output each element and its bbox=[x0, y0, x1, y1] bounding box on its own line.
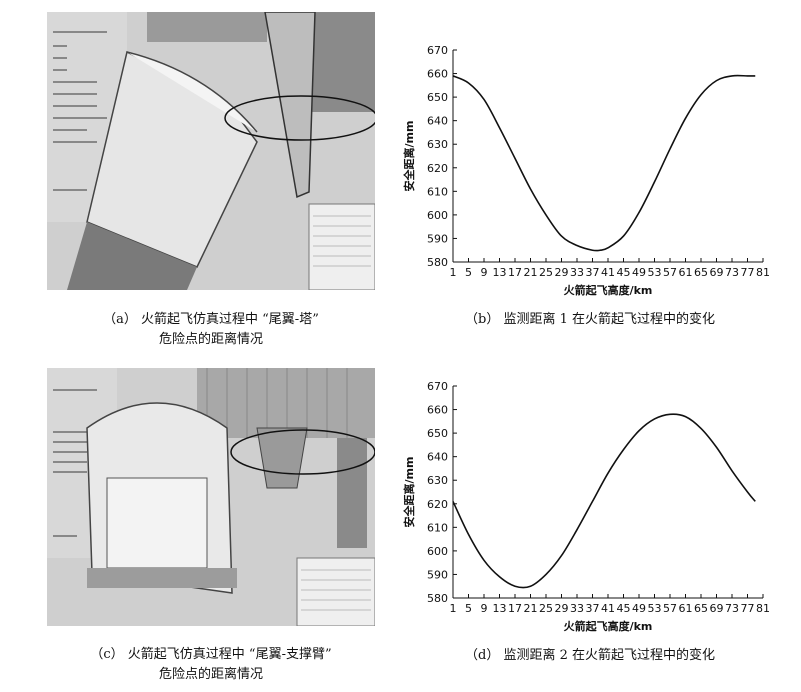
x-tick-label: 61 bbox=[679, 266, 693, 279]
x-tick-label: 53 bbox=[648, 602, 662, 615]
simulation-image-a bbox=[47, 12, 375, 290]
x-tick-label: 73 bbox=[725, 602, 739, 615]
y-tick-label: 650 bbox=[427, 91, 448, 104]
x-tick-label: 57 bbox=[663, 602, 677, 615]
y-tick-label: 640 bbox=[427, 115, 448, 128]
x-tick-label: 25 bbox=[539, 266, 553, 279]
x-tick-label: 21 bbox=[524, 602, 538, 615]
x-tick-label: 25 bbox=[539, 602, 553, 615]
x-tick-label: 49 bbox=[632, 602, 646, 615]
x-tick-label: 41 bbox=[601, 266, 615, 279]
x-tick-label: 17 bbox=[508, 266, 522, 279]
y-tick-label: 620 bbox=[427, 498, 448, 511]
x-tick-label: 17 bbox=[508, 602, 522, 615]
y-tick-label: 600 bbox=[427, 209, 448, 222]
x-axis-label: 火箭起飞高度/km bbox=[564, 619, 653, 633]
x-tick-label: 81 bbox=[756, 266, 770, 279]
x-tick-label: 5 bbox=[465, 266, 472, 279]
y-tick-label: 590 bbox=[427, 232, 448, 245]
x-tick-label: 69 bbox=[710, 266, 724, 279]
x-tick-label: 1 bbox=[450, 602, 457, 615]
x-tick-label: 77 bbox=[741, 602, 755, 615]
y-tick-label: 610 bbox=[427, 521, 448, 534]
figure-b-caption: （b） 监测距离 1 在火箭起飞过程中的变化 bbox=[465, 312, 715, 327]
figure-d-caption: （d） 监测距离 2 在火箭起飞过程中的变化 bbox=[465, 648, 715, 663]
y-tick-label: 630 bbox=[427, 474, 448, 487]
y-tick-label: 600 bbox=[427, 545, 448, 558]
x-tick-label: 49 bbox=[632, 266, 646, 279]
x-tick-label: 9 bbox=[481, 266, 488, 279]
x-tick-label: 13 bbox=[493, 266, 507, 279]
x-tick-label: 61 bbox=[679, 602, 693, 615]
y-tick-label: 590 bbox=[427, 568, 448, 581]
x-tick-label: 57 bbox=[663, 266, 677, 279]
x-tick-label: 37 bbox=[586, 266, 600, 279]
y-tick-label: 650 bbox=[427, 427, 448, 440]
y-tick-label: 580 bbox=[427, 256, 448, 269]
y-tick-label: 670 bbox=[427, 44, 448, 57]
y-tick-label: 620 bbox=[427, 162, 448, 175]
x-tick-label: 69 bbox=[710, 602, 724, 615]
x-tick-label: 77 bbox=[741, 266, 755, 279]
x-tick-label: 21 bbox=[524, 266, 538, 279]
x-tick-label: 9 bbox=[481, 602, 488, 615]
y-tick-label: 670 bbox=[427, 380, 448, 393]
figure-a-caption-line2: 危险点的距离情况 bbox=[158, 332, 263, 347]
x-tick-label: 33 bbox=[570, 602, 584, 615]
x-tick-label: 45 bbox=[617, 602, 631, 615]
y-tick-label: 610 bbox=[427, 185, 448, 198]
simulation-image-c bbox=[47, 368, 375, 626]
x-tick-label: 33 bbox=[570, 266, 584, 279]
x-tick-label: 65 bbox=[694, 266, 708, 279]
x-tick-label: 45 bbox=[617, 266, 631, 279]
figure-a-caption-line1: （a） 火箭起飞仿真过程中 “尾翼-塔” bbox=[103, 312, 319, 327]
x-tick-label: 65 bbox=[694, 602, 708, 615]
x-axis-label: 火箭起飞高度/km bbox=[564, 283, 653, 297]
x-tick-label: 41 bbox=[601, 602, 615, 615]
x-tick-label: 73 bbox=[725, 266, 739, 279]
x-tick-label: 37 bbox=[586, 602, 600, 615]
x-tick-label: 53 bbox=[648, 266, 662, 279]
y-tick-label: 660 bbox=[427, 404, 448, 417]
y-axis-label: 安全距离/mm bbox=[402, 121, 416, 192]
y-tick-label: 580 bbox=[427, 592, 448, 605]
y-axis-label: 安全距离/mm bbox=[402, 457, 416, 528]
x-tick-label: 5 bbox=[465, 602, 472, 615]
x-tick-label: 29 bbox=[555, 602, 569, 615]
x-tick-label: 81 bbox=[756, 602, 770, 615]
figure-c-caption-line1: （c） 火箭起飞仿真过程中 “尾翼-支撑臂” bbox=[90, 647, 332, 662]
y-tick-label: 630 bbox=[427, 138, 448, 151]
series-line-2 bbox=[452, 413, 756, 589]
series-line-1 bbox=[452, 74, 756, 252]
figure-c-caption-line2: 危险点的距离情况 bbox=[158, 667, 263, 682]
y-tick-label: 660 bbox=[427, 68, 448, 81]
x-tick-label: 29 bbox=[555, 266, 569, 279]
x-tick-label: 13 bbox=[493, 602, 507, 615]
x-tick-label: 1 bbox=[450, 266, 457, 279]
y-tick-label: 640 bbox=[427, 451, 448, 464]
